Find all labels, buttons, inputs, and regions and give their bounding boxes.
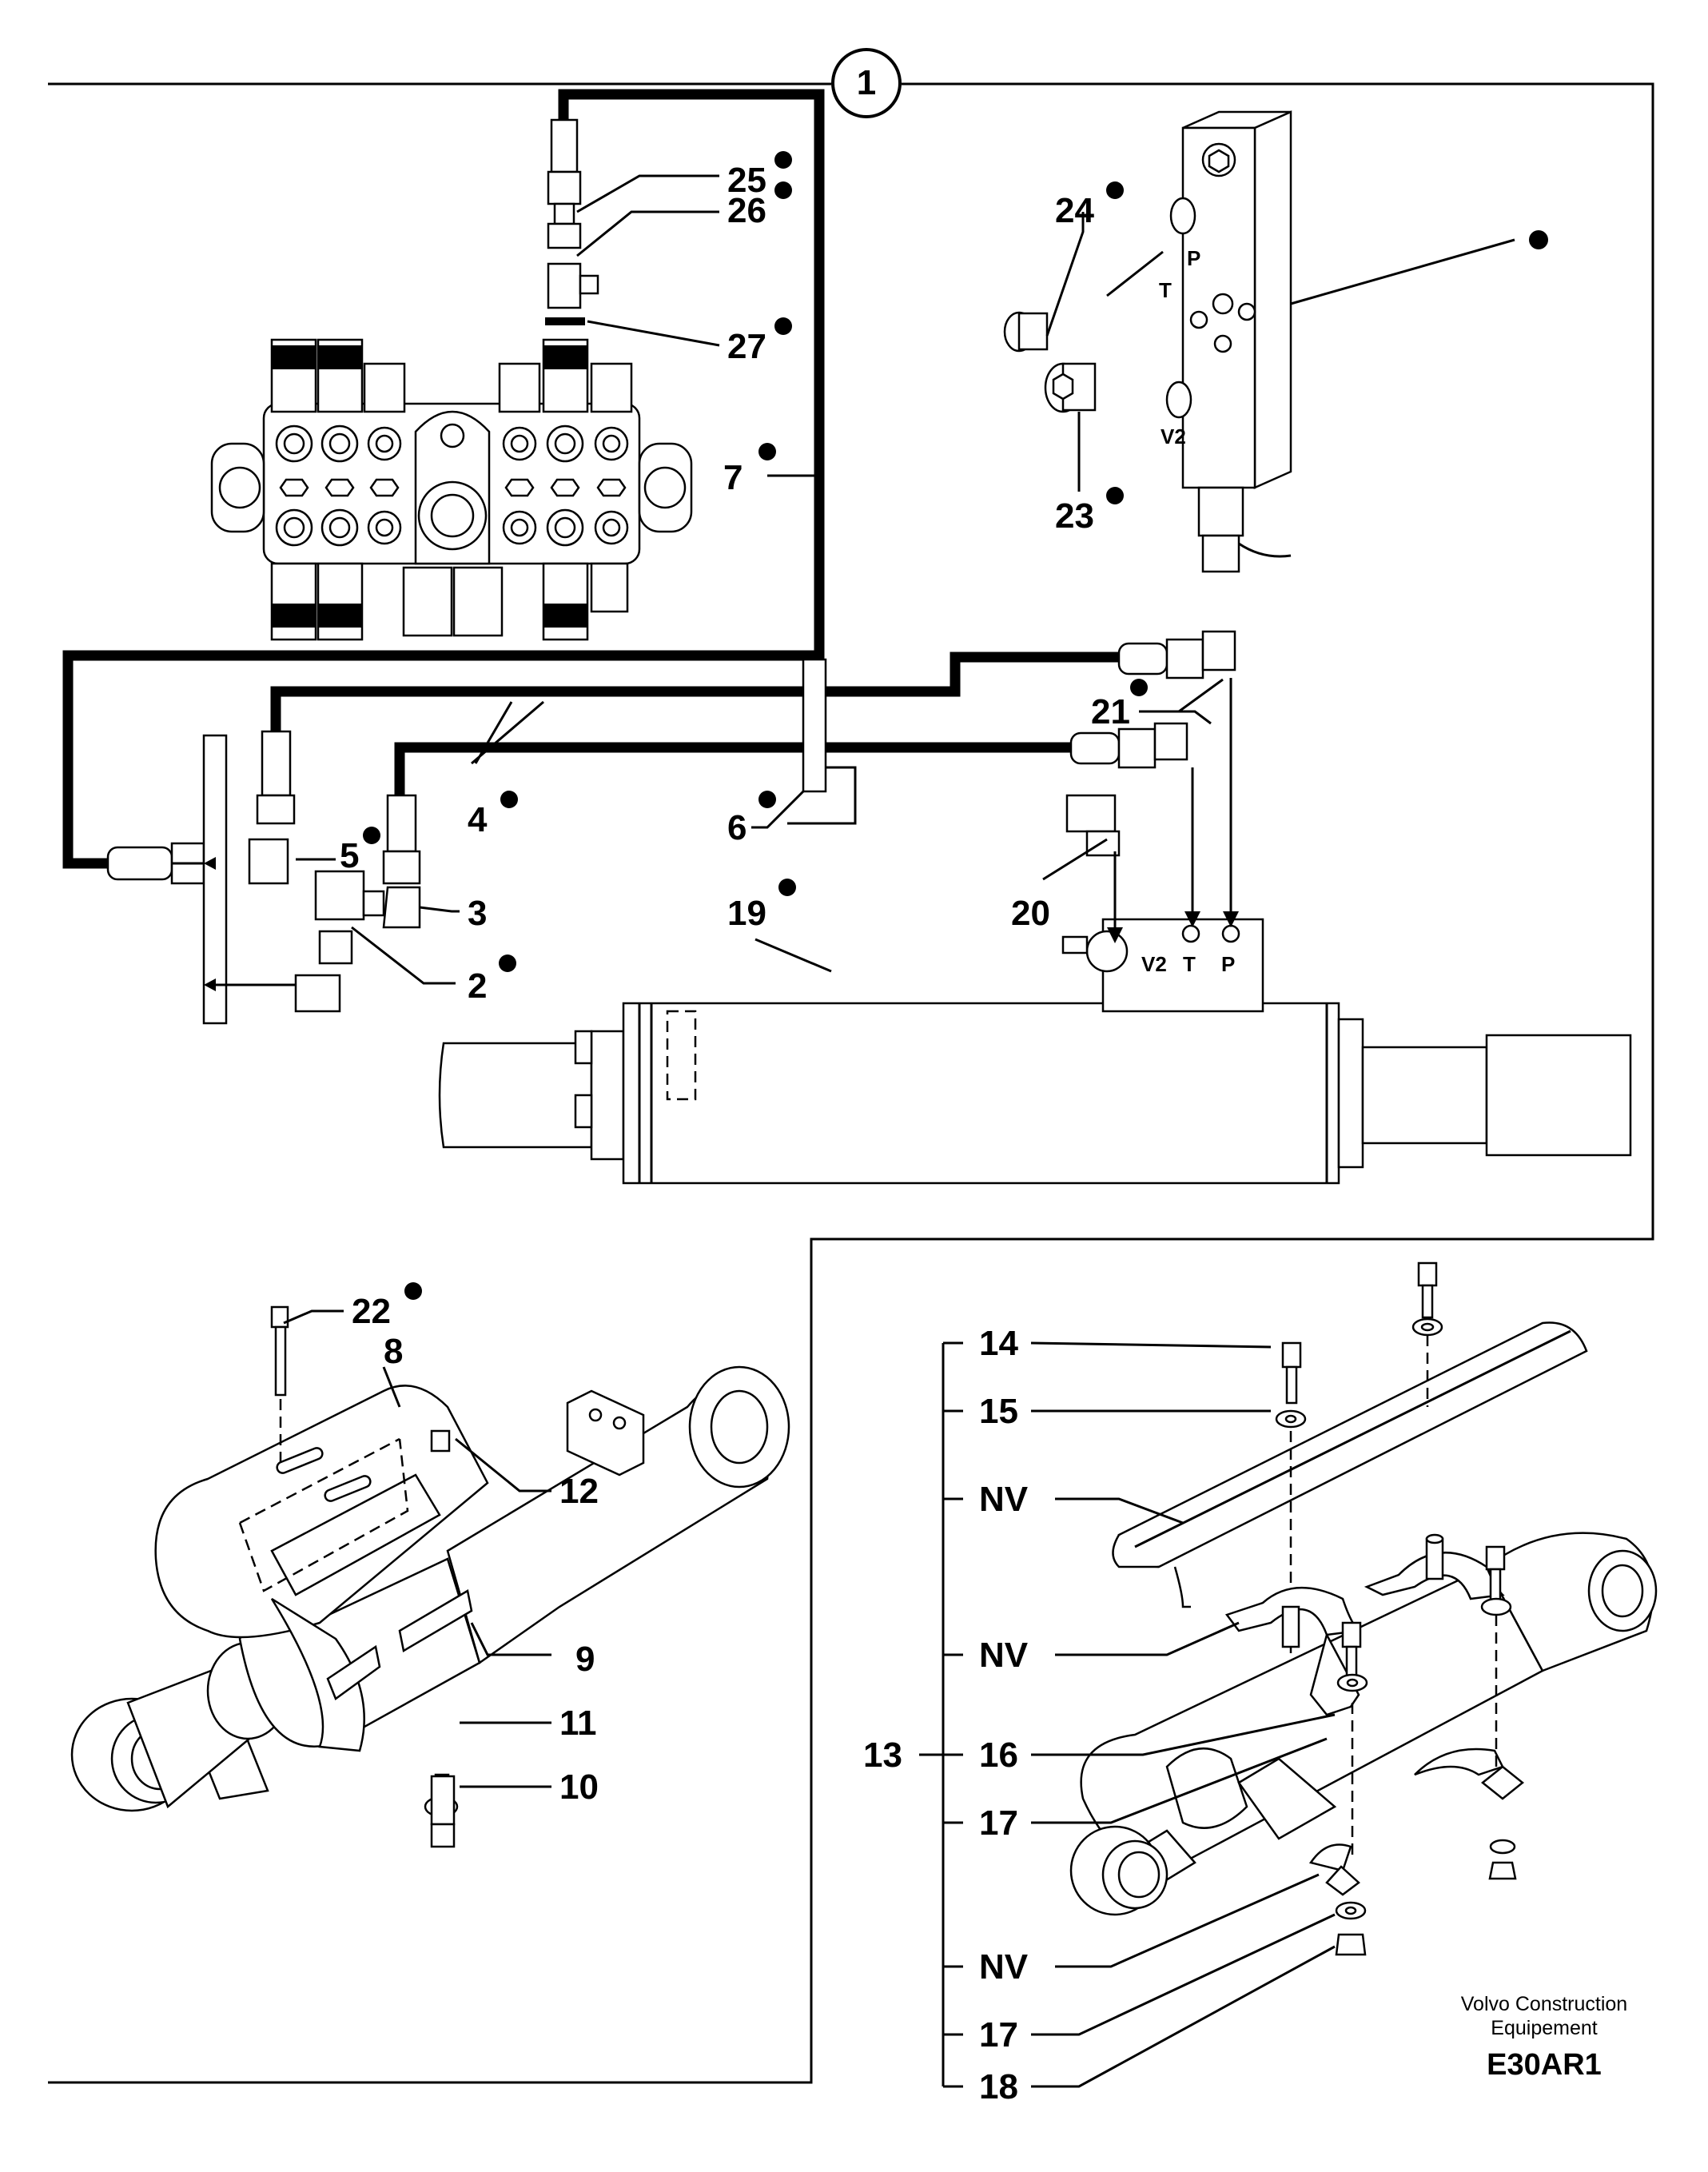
- frame-number: 1: [857, 63, 876, 102]
- group-label-13: 13: [863, 1736, 902, 1775]
- drawing-code: E30AR1: [1487, 2048, 1602, 2082]
- port-label-t-block: T: [1183, 952, 1196, 976]
- frame-number-circle: [831, 48, 902, 118]
- callout-17a: 17: [979, 1803, 1018, 1843]
- mounting-bars: [172, 658, 857, 1025]
- callout-27: 27: [727, 327, 766, 366]
- hose-fittings: [106, 118, 1236, 1013]
- callout-21: 21: [1091, 692, 1130, 731]
- bullet-dot: [1529, 230, 1548, 249]
- callout-17b: 17: [979, 2015, 1018, 2054]
- hydraulic-cylinder-top: V2 T P: [438, 678, 1632, 1185]
- callout-nv-2: NV: [979, 1636, 1029, 1675]
- callout-23: 23: [1055, 496, 1094, 536]
- callout-12: 12: [559, 1472, 599, 1511]
- port-label-v2-block: V2: [1141, 952, 1167, 976]
- footer: Volvo Construction Equipement E30AR1: [1461, 1993, 1627, 2082]
- callout-nv-3: NV: [979, 1947, 1029, 1987]
- callout-25: 25: [727, 161, 766, 200]
- hose-lines: [62, 89, 1119, 869]
- callout-24: 24: [1055, 191, 1094, 230]
- callout-4: 4: [468, 800, 488, 839]
- callout-26: 26: [727, 191, 766, 230]
- callout-18: 18: [979, 2067, 1018, 2106]
- port-label-p-block: P: [1221, 952, 1235, 976]
- plugs: [1003, 311, 1097, 413]
- callout-9: 9: [575, 1640, 595, 1679]
- callout-5: 5: [340, 836, 359, 875]
- callout-8: 8: [384, 1332, 403, 1371]
- callout-2: 2: [468, 966, 487, 1006]
- top-callouts: 25 26 27 24 7 23 21 4 6 5 3 2 19: [296, 151, 1224, 1006]
- cylinder-assembly-left: [70, 1305, 790, 1848]
- right-callouts: 13 14 15 NV NV 16 17 NV 17 18: [863, 1324, 1336, 2106]
- port-label-v2: V2: [1161, 424, 1186, 448]
- callout-10: 10: [559, 1767, 599, 1807]
- brand-line-2: Equipement: [1491, 2017, 1597, 2039]
- left-callouts: 22 8 12 9 11 10: [283, 1282, 599, 1807]
- callout-19: 19: [727, 894, 766, 933]
- callout-6: 6: [727, 808, 747, 847]
- control-valve-block: [210, 338, 693, 641]
- callout-11: 11: [559, 1704, 597, 1743]
- port-label-p: P: [1187, 246, 1200, 270]
- callout-nv-1: NV: [979, 1480, 1029, 1519]
- callout-14: 14: [979, 1324, 1018, 1363]
- callout-22: 22: [352, 1292, 391, 1331]
- callout-16: 16: [979, 1736, 1018, 1775]
- panel-frames: 1: [48, 48, 1654, 2084]
- port-label-t: T: [1159, 278, 1172, 302]
- callout-3: 3: [468, 894, 487, 933]
- callout-7: 7: [723, 458, 743, 497]
- load-holding-valve: P T V2: [1106, 110, 1548, 573]
- cylinder-assembly-right: [1069, 1261, 1658, 1956]
- brand-line-1: Volvo Construction: [1461, 1993, 1627, 2015]
- callout-20: 20: [1011, 894, 1050, 933]
- callout-15: 15: [979, 1392, 1018, 1431]
